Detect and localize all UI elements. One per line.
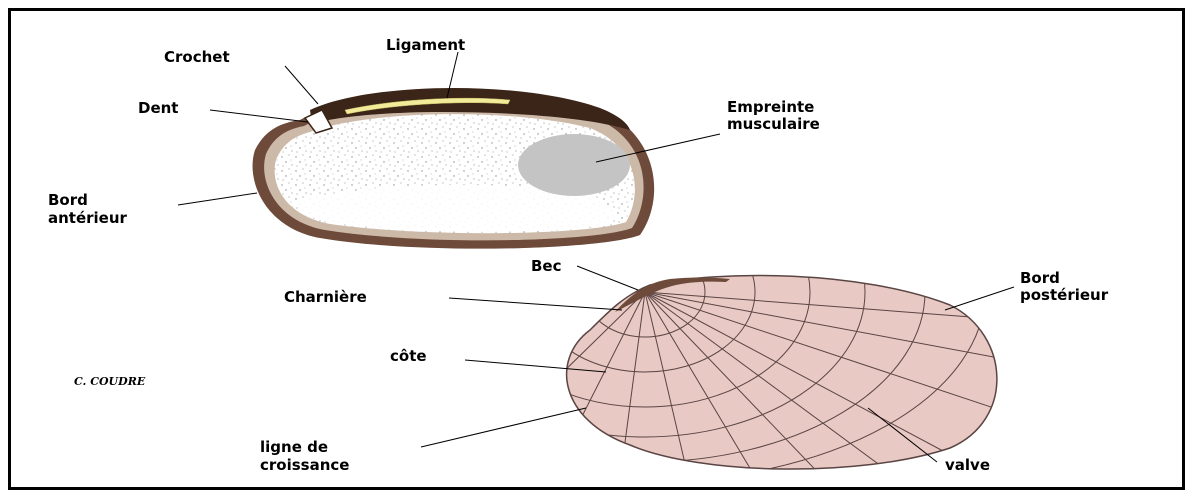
label-empreinte-1: Empreinte <box>727 98 814 116</box>
label-ligament: Ligament <box>386 36 465 54</box>
label-cote: côte <box>390 347 427 365</box>
label-ligne-2: croissance <box>260 456 349 474</box>
label-bord-posterieur-1: Bord <box>1020 269 1060 287</box>
label-bord-anterieur-1: Bord <box>48 191 88 209</box>
label-bord-anterieur-2: antérieur <box>48 209 128 227</box>
label-crochet: Crochet <box>164 48 230 66</box>
label-dent: Dent <box>138 99 178 117</box>
label-charniere: Charnière <box>284 288 367 306</box>
label-bec: Bec <box>531 257 562 275</box>
credit-text: C. COUDRE <box>74 375 146 388</box>
label-valve: valve <box>945 456 990 474</box>
label-bord-posterieur-2: postérieur <box>1020 286 1109 304</box>
muscle-scar <box>518 134 630 196</box>
label-empreinte-2: musculaire <box>727 115 820 133</box>
shell-interior-view <box>253 88 655 249</box>
label-ligne-1: ligne de <box>260 438 328 456</box>
